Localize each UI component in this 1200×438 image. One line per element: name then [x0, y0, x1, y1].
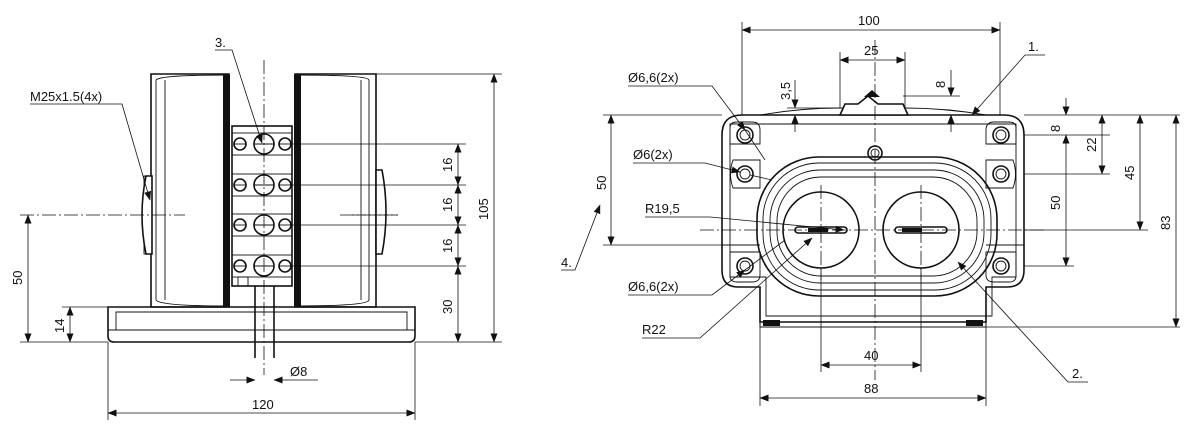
height-22: 22 — [1084, 138, 1099, 152]
terminal-row-3 — [231, 213, 293, 237]
left-block-shadow — [223, 75, 230, 307]
callout-3: 3. — [215, 35, 226, 50]
height-3-5: 3,5 — [778, 82, 793, 100]
height-50-left: 50 — [594, 176, 609, 190]
diameter-8: Ø8 — [290, 364, 307, 379]
right-block-shadow — [294, 75, 301, 307]
radius-22: R22 — [642, 322, 666, 337]
hole-label-bottom: Ø6,6(2x) — [628, 279, 679, 294]
hole-label-top: Ø6,6(2x) — [628, 70, 679, 85]
height-50-right: 50 — [1048, 196, 1063, 210]
width-88: 88 — [864, 381, 878, 396]
cable-gland-right — [375, 169, 387, 255]
height-30: 30 — [440, 300, 455, 314]
actuator-top — [838, 94, 910, 116]
pitch-16-b: 16 — [440, 198, 455, 212]
mounting-hole-bottom-right — [985, 251, 1017, 283]
oval-cover — [756, 145, 998, 297]
right-housing-block — [294, 73, 387, 308]
height-8-top: 8 — [933, 81, 948, 88]
height-83: 83 — [1158, 216, 1173, 230]
terminal-strip — [231, 125, 293, 358]
enclosure-body — [721, 90, 1025, 328]
width-120: 120 — [252, 397, 274, 412]
hole-label-mid: Ø6(2x) — [633, 147, 673, 162]
width-25: 25 — [864, 43, 878, 58]
callout-2: 2. — [1072, 366, 1083, 381]
height-50-left: 50 — [10, 271, 25, 285]
terminal-row-4 — [231, 254, 293, 278]
callout-1: 1. — [1028, 39, 1039, 54]
right-view: 100 25 3,5 8 1. Ø6,6(2x) Ø6(2x) 50 — [561, 13, 1180, 406]
pitch-16-a: 16 — [440, 158, 455, 172]
height-14: 14 — [52, 319, 67, 333]
height-45: 45 — [1122, 166, 1137, 180]
radius-19-5: R19,5 — [645, 201, 680, 216]
left-base-flange — [107, 306, 416, 343]
left-housing-block — [141, 73, 230, 308]
terminal-row-1 — [231, 132, 293, 156]
pitch-dimensions: 16 16 16 30 — [292, 143, 466, 343]
height-8-right: 8 — [1048, 125, 1063, 132]
thread-label: M25x1.5(4x) — [30, 89, 102, 104]
height-105: 105 — [476, 198, 491, 220]
width-40: 40 — [864, 348, 878, 363]
mounting-hole-mid-left — [730, 159, 761, 189]
pitch-16-c: 16 — [440, 239, 455, 253]
mounting-hole-top-left — [729, 121, 761, 145]
width-100: 100 — [858, 13, 880, 28]
mounting-hole-mid-right — [985, 159, 1016, 189]
left-view: M25x1.5(4x) 3. 16 16 16 30 105 50 — [10, 35, 502, 420]
callout-4: 4. — [561, 255, 572, 270]
terminal-row-2 — [231, 173, 293, 197]
mounting-hole-top-right — [985, 121, 1017, 145]
